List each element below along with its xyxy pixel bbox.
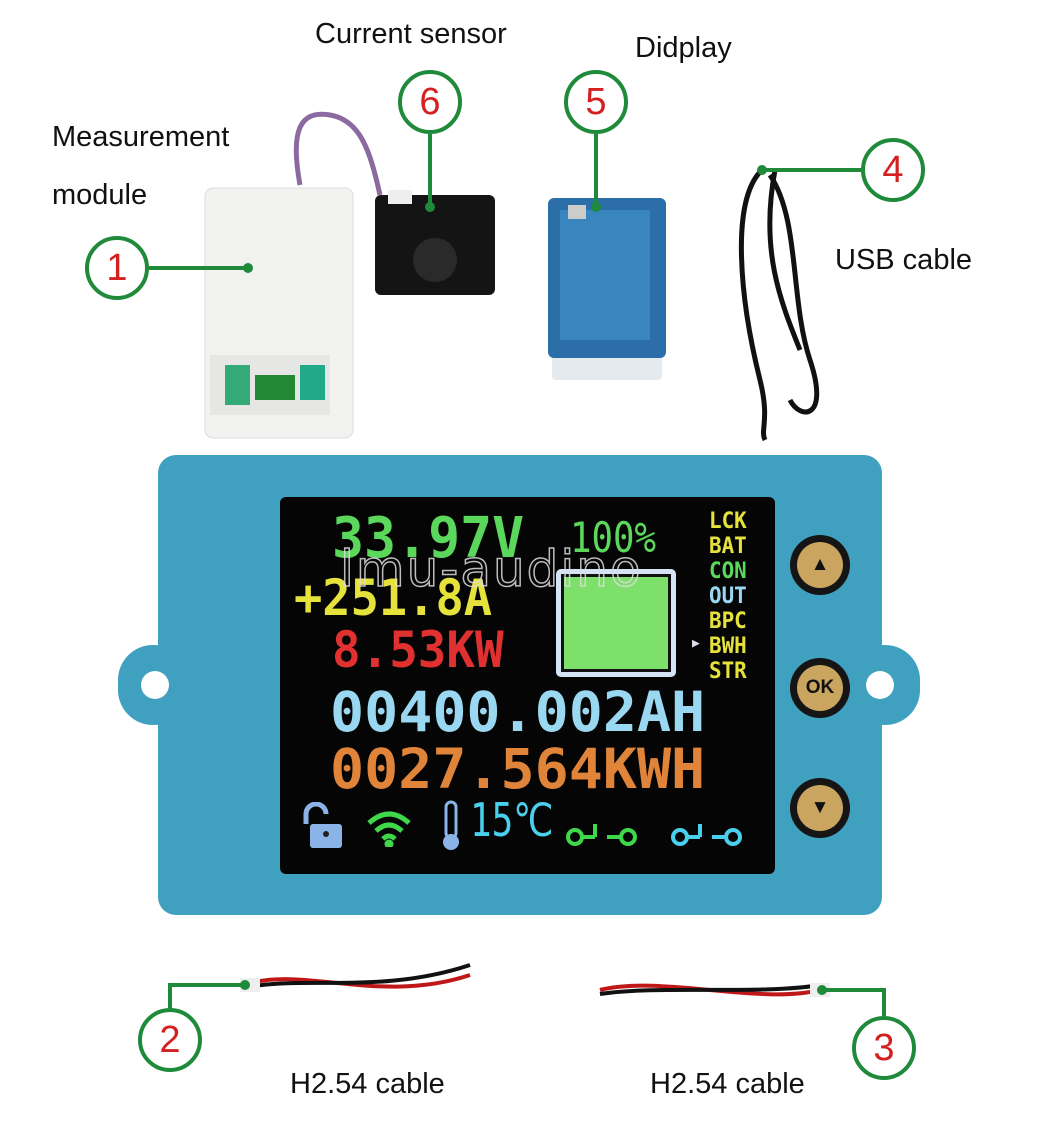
h254-cable-2-image xyxy=(240,963,471,992)
ok-label: OK xyxy=(797,665,843,711)
menu-item-bpc[interactable]: BPC xyxy=(708,609,747,634)
callout-1: 1 xyxy=(85,236,149,300)
callout-4: 4 xyxy=(861,138,925,202)
amp-hours-readout: 00400.002AH xyxy=(330,680,706,744)
label-cable-2: H2.54 cable xyxy=(290,1068,445,1100)
measurement-module-image xyxy=(204,111,383,439)
menu-item-out[interactable]: OUT xyxy=(708,584,747,609)
percent-readout: 100% xyxy=(570,513,656,562)
switch-open-icon-2 xyxy=(671,824,742,846)
energy-readout: 0027.564KWH xyxy=(330,737,706,801)
label-module: module xyxy=(52,179,148,211)
label-cable-3: H2.54 cable xyxy=(650,1068,805,1100)
menu-item-bat[interactable]: BAT xyxy=(708,534,747,559)
menu-item-str[interactable]: STR xyxy=(708,659,747,684)
current-readout: +251.8A xyxy=(294,569,493,627)
leader-lines xyxy=(149,134,886,1016)
label-usb-cable: USB cable xyxy=(835,244,973,276)
label-measurement: Measurement xyxy=(52,121,230,153)
switch-open-icon xyxy=(566,824,637,846)
battery-fill xyxy=(564,577,668,669)
down-button[interactable]: ▼ xyxy=(790,778,850,838)
label-current-sensor: Current sensor xyxy=(315,18,507,50)
display-module-image xyxy=(548,198,666,380)
up-button[interactable]: ▲ xyxy=(790,535,850,595)
callout-2: 2 xyxy=(138,1008,202,1072)
label-display: Didplay xyxy=(635,32,732,64)
menu-item-con[interactable]: CON xyxy=(708,559,747,584)
current-sensor-image xyxy=(375,190,495,295)
usb-cable-image xyxy=(738,168,820,442)
menu-item-lck[interactable]: LCK xyxy=(708,509,747,534)
power-readout: 8.53KW xyxy=(332,621,504,679)
voltage-readout: 33.97V xyxy=(332,506,525,571)
down-arrow-icon: ▼ xyxy=(797,785,843,831)
ok-button[interactable]: OK xyxy=(790,658,850,718)
callout-5: 5 xyxy=(564,70,628,134)
up-arrow-icon: ▲ xyxy=(797,542,843,588)
thermometer-icon xyxy=(443,800,459,850)
watermark: lmu-audino xyxy=(339,539,643,599)
callout-3: 3 xyxy=(852,1016,916,1080)
battery-gauge xyxy=(556,569,676,677)
temperature-readout: 15℃ xyxy=(470,793,554,847)
menu-pointer-icon: ▶ xyxy=(692,636,700,651)
callout-6: 6 xyxy=(398,70,462,134)
h254-cable-3-image xyxy=(599,983,830,997)
wifi-icon xyxy=(367,811,411,847)
unlock-icon xyxy=(303,802,342,848)
meter-screen: 33.97V 100% +251.8A 8.53KW 00400.002AH 0… xyxy=(280,497,775,874)
left-mounting-hole xyxy=(141,671,169,699)
menu-item-bwh[interactable]: BWH xyxy=(708,634,747,659)
right-mounting-hole xyxy=(866,671,894,699)
